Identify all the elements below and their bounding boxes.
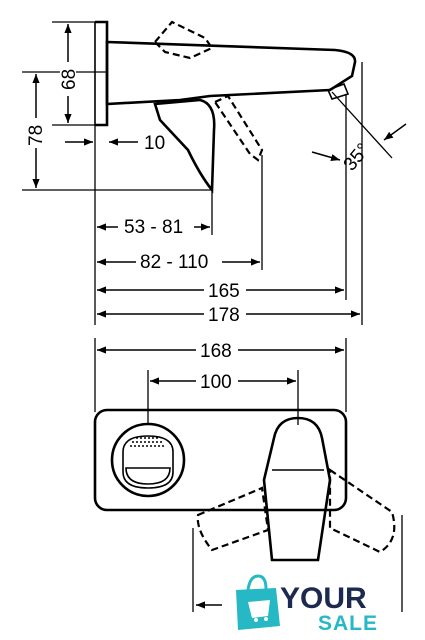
wall-plate xyxy=(95,20,109,127)
dim-10-label: 10 xyxy=(144,133,165,154)
logo-word-your: YOUR xyxy=(280,582,367,615)
dim-100-label: 100 xyxy=(200,372,232,393)
logo-word-sale: SALE xyxy=(318,612,378,635)
dim-angle-label: 35° xyxy=(340,140,375,176)
spout-outlet-outer xyxy=(110,422,186,498)
dim-165-label: 165 xyxy=(208,281,240,302)
spout-body xyxy=(105,40,357,106)
front-view: 168 100 xyxy=(93,338,403,612)
dim-53-81-label: 53 - 81 xyxy=(124,217,183,238)
spout-nozzle xyxy=(326,82,350,100)
lever-dashed-bottom xyxy=(213,94,264,162)
side-view: 68 78 10 53 - 81 82 - 110 165 178 35° xyxy=(22,20,407,326)
lever-dashed-right xyxy=(328,467,396,554)
dim-178-label: 178 xyxy=(208,305,240,326)
front-wall-plate xyxy=(93,408,348,512)
dim-78-label: 78 xyxy=(26,125,47,146)
dim-68-label: 68 xyxy=(59,69,80,90)
lever-front xyxy=(262,416,332,562)
lever-dashed-top xyxy=(153,20,214,60)
dim-82-110-label: 82 - 110 xyxy=(140,252,208,273)
yoursale-logo: YOUR SALE xyxy=(236,574,378,635)
lever-dashed-left xyxy=(196,486,270,552)
dim-168-label: 168 xyxy=(200,341,232,362)
shopping-bag-icon xyxy=(236,574,280,630)
